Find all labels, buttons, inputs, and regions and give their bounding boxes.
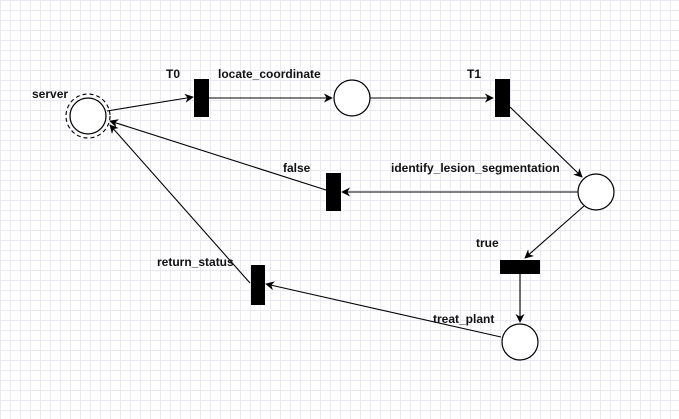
- label-server: server: [32, 87, 68, 101]
- arc-identify-to-true: [524, 205, 585, 259]
- place-treat-plant[interactable]: [501, 323, 539, 361]
- label-locate-coordinate: locate_coordinate: [218, 67, 321, 81]
- label-return-status: return_status: [157, 255, 234, 269]
- arc-t1-to-identify: [509, 106, 583, 178]
- label-t0: T0: [166, 67, 180, 81]
- arc-treat-to-return: [265, 281, 502, 338]
- transition-true[interactable]: [500, 260, 540, 274]
- transition-t1[interactable]: [495, 79, 510, 117]
- label-t1: T1: [467, 67, 481, 81]
- arc-server-to-t0: [106, 93, 194, 112]
- label-identify-lesion-segmentation: identify_lesion_segmentation: [391, 161, 560, 175]
- label-false: false: [283, 161, 311, 175]
- transition-return-status[interactable]: [251, 265, 265, 305]
- label-true: true: [476, 236, 499, 250]
- label-treat-plant: treat_plant: [433, 312, 494, 326]
- place-identify-lesion-segmentation[interactable]: [577, 173, 615, 211]
- place-server-marking-ring: [65, 93, 111, 139]
- arc-return-to-server: [109, 124, 251, 284]
- arc-false-to-server: [109, 119, 327, 191]
- place-server[interactable]: [69, 97, 107, 135]
- place-after-locate[interactable]: [333, 79, 371, 117]
- transition-false[interactable]: [326, 173, 341, 211]
- transition-t0[interactable]: [194, 79, 209, 117]
